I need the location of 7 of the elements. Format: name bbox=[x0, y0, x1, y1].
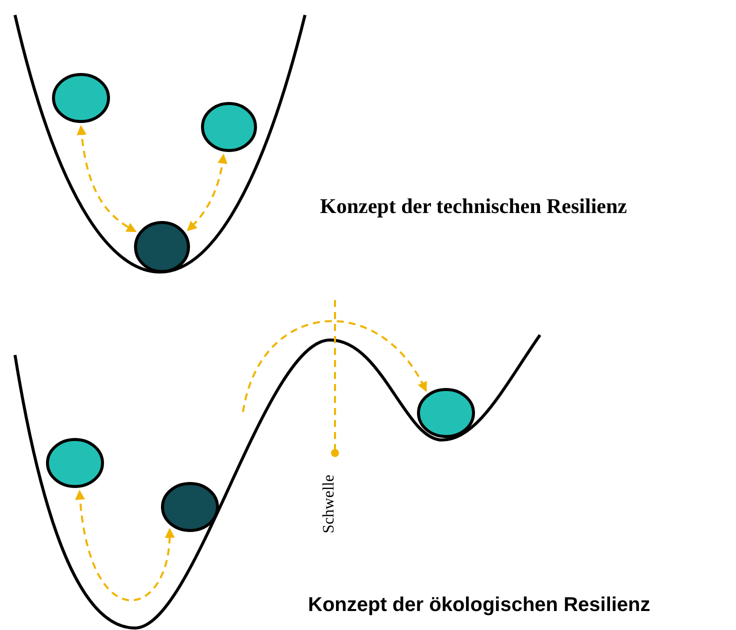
threshold-label: Schwelle bbox=[320, 474, 338, 534]
arrow bbox=[75, 490, 174, 602]
arrow bbox=[186, 154, 228, 232]
arrow bbox=[76, 125, 137, 232]
diagram-heading: Konzept der ökologischen Resilienz bbox=[308, 594, 650, 617]
arrow bbox=[242, 320, 427, 412]
diagram-heading: Konzept der technischen Resilienz bbox=[320, 194, 628, 219]
